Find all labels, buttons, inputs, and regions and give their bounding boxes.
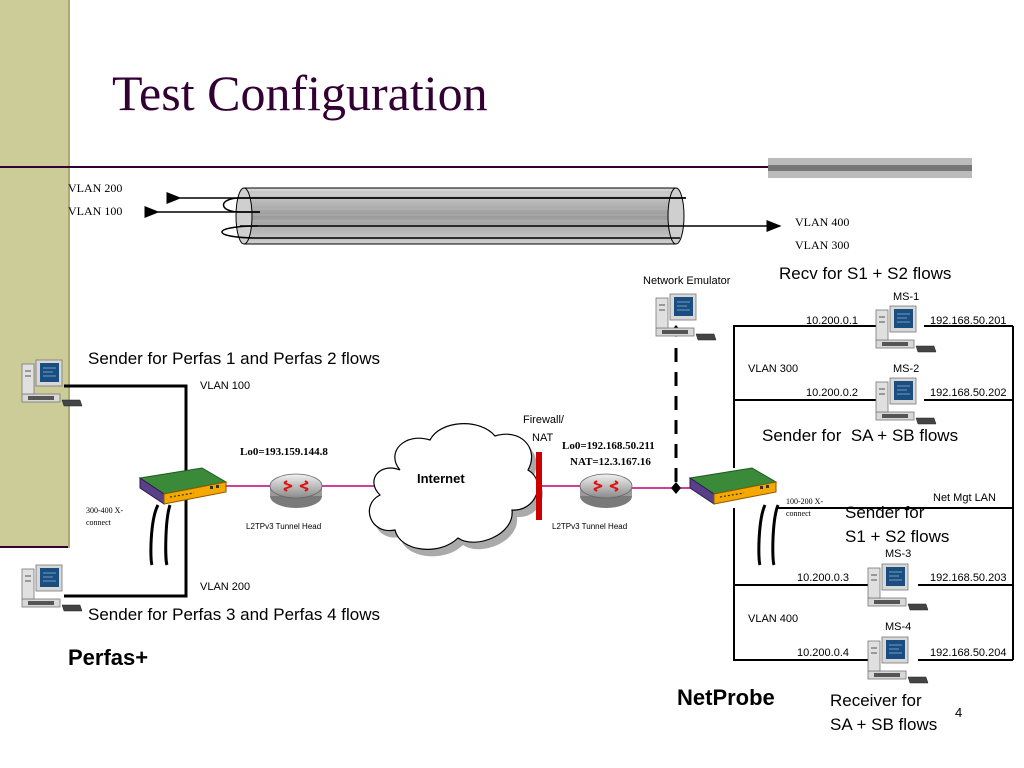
slide-sidebar	[0, 0, 70, 548]
right-switch-icon	[689, 467, 777, 505]
left-lo0-label: Lo0=193.159.144.8	[240, 446, 328, 458]
receiver-label-line1: Receiver for	[830, 691, 922, 710]
tunnel-vlan200-label: VLAN 200	[68, 181, 123, 195]
receiver-label-line2: SA + SB flows	[830, 715, 938, 734]
tunnel-vlan300-label: VLAN 300	[795, 238, 850, 252]
left-switch-icon	[139, 467, 227, 505]
left-xconnect-label: 300-400 X-connect	[86, 506, 124, 527]
nat-label: NAT	[532, 432, 554, 444]
right-tunnel-head-label: L2TPv3 Tunnel Head	[552, 522, 628, 531]
left-xconnect-cable	[149, 504, 172, 566]
right-links	[733, 325, 1014, 661]
ms1-right-ip: 192.168.50.201	[930, 315, 1007, 327]
netprobe-brand-label: NetProbe	[677, 685, 775, 710]
ms4-left-ip: 10.200.0.4	[797, 647, 849, 659]
perfas-brand-label: Perfas+	[68, 645, 149, 670]
sender-s1s2-label-line2: S1 + S2 flows	[845, 527, 950, 546]
left-vlan100-label: VLAN 100	[200, 380, 251, 392]
left-bottom-link	[64, 484, 188, 598]
ms3-left-ip: 10.200.0.3	[797, 572, 849, 584]
right-xconnect-cable	[757, 504, 780, 566]
internet-cloud	[368, 423, 543, 557]
recv-s1s2-label: Recv for S1 + S2 flows	[779, 264, 952, 283]
firewall-label: Firewall/	[523, 414, 564, 426]
ms1-computer-icon	[875, 305, 937, 353]
perfas-sender-top-computer-icon	[21, 359, 83, 407]
ms2-label: MS-2	[893, 363, 920, 375]
right-vlan400-label: VLAN 400	[748, 613, 799, 625]
tunnel-vlan100-label: VLAN 100	[68, 204, 123, 218]
ms4-right-ip: 192.168.50.204	[930, 647, 1007, 659]
ms3-computer-icon	[867, 563, 929, 611]
ms3-label: MS-3	[885, 548, 912, 560]
right-nat-ip-label: NAT=12.3.167.16	[570, 456, 651, 468]
right-lo0-label: Lo0=192.168.50.211	[562, 440, 655, 452]
internet-label: Internet	[417, 471, 465, 486]
network-emulator-label: Network Emulator	[643, 275, 731, 287]
perfas-sender-top-label: Sender for Perfas 1 and Perfas 2 flows	[88, 349, 380, 368]
vlan-tunnel	[144, 187, 782, 245]
left-top-link	[64, 384, 188, 484]
firewall	[536, 452, 542, 520]
tunnel-vlan400-label: VLAN 400	[795, 215, 850, 229]
perfas-sender-bottom-computer-icon	[21, 564, 83, 612]
left-vlan200-label: VLAN 200	[200, 581, 251, 593]
ms1-left-ip: 10.200.0.1	[806, 315, 858, 327]
sender-s1s2-label-line1: Sender for	[845, 503, 925, 522]
page-title: Test Configuration	[112, 65, 488, 121]
ms2-right-ip: 192.168.50.202	[930, 387, 1007, 399]
net-mgt-lan-label: Net Mgt LAN	[933, 492, 996, 504]
right-router-icon	[579, 473, 633, 509]
sender-sa-sb-label: Sender for SA + SB flows	[762, 426, 959, 445]
ms3-right-ip: 192.168.50.203	[930, 572, 1007, 584]
right-vlan300-label: VLAN 300	[748, 363, 799, 375]
ms2-left-ip: 10.200.0.2	[806, 387, 858, 399]
page-number: 4	[955, 705, 963, 720]
perfas-sender-bottom-label: Sender for Perfas 3 and Perfas 4 flows	[88, 605, 380, 624]
left-tunnel-head-label: L2TPv3 Tunnel Head	[246, 522, 322, 531]
ms4-label: MS-4	[885, 621, 912, 633]
right-xconnect-label: 100-200 X-connect	[786, 497, 824, 518]
left-router-icon	[269, 473, 323, 509]
ms1-label: MS-1	[893, 291, 920, 303]
network-emulator-computer-icon	[655, 293, 717, 341]
